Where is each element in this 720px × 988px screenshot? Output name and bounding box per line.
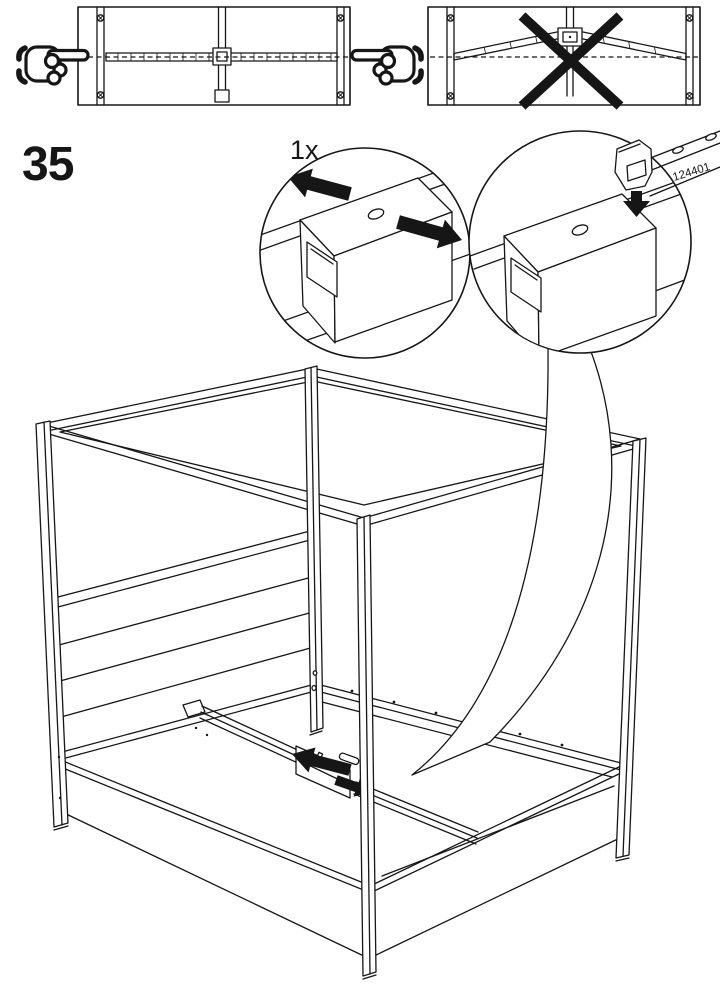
arrow-right-icon bbox=[396, 215, 462, 249]
bed-frame-illustration bbox=[35, 365, 647, 980]
arrow-down-icon bbox=[623, 191, 650, 217]
step-number: 35 bbox=[22, 138, 74, 191]
bracket-latch bbox=[510, 257, 542, 313]
screw-icon bbox=[96, 91, 105, 99]
arrow-left-icon bbox=[288, 168, 352, 201]
part-number-label: 124401 bbox=[671, 161, 711, 184]
screw-icon bbox=[446, 92, 455, 100]
bed-posts bbox=[35, 365, 647, 980]
screw-icon bbox=[96, 14, 105, 22]
midbeam-end-plate bbox=[182, 699, 206, 718]
panel-wrong bbox=[427, 6, 701, 110]
pointing-hand-left-icon bbox=[352, 47, 421, 84]
left-post bbox=[35, 420, 69, 828]
screw-icon bbox=[446, 14, 455, 22]
prohibition-x-icon bbox=[518, 12, 624, 110]
panel-correct bbox=[19, 6, 421, 106]
arrow-left-icon bbox=[292, 747, 352, 776]
screw-icon bbox=[685, 14, 694, 22]
quantity-label: 1x bbox=[290, 135, 319, 165]
screw-icon bbox=[336, 14, 345, 22]
callout-detail-slide: 1x bbox=[259, 135, 471, 359]
headboard bbox=[57, 530, 316, 760]
callout-detail-insert: 124401 bbox=[468, 130, 720, 354]
leader-band bbox=[411, 346, 613, 776]
bracket-latch bbox=[306, 241, 338, 298]
bed-base bbox=[57, 683, 625, 959]
lock-pin bbox=[338, 752, 360, 766]
screw-icon bbox=[685, 92, 694, 100]
screw-icon bbox=[336, 91, 345, 99]
rail-screw-holes bbox=[350, 689, 564, 747]
